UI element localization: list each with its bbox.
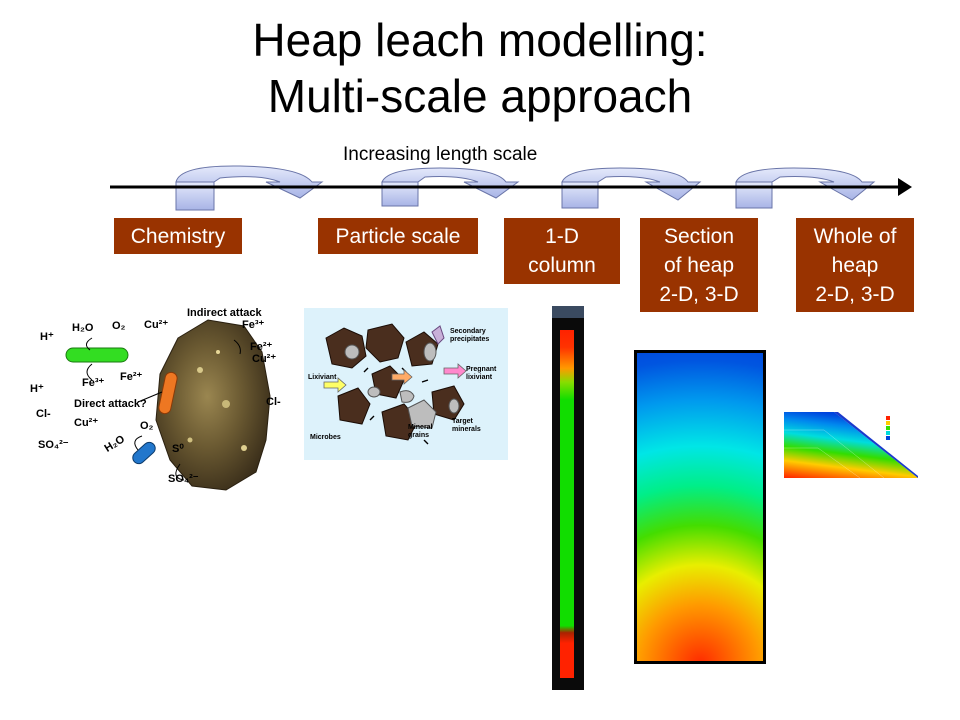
length-scale-axis bbox=[110, 165, 912, 211]
particle-target-minerals: Target minerals bbox=[452, 418, 481, 433]
length-scale-label: Increasing length scale bbox=[343, 144, 538, 165]
whole-of-heap-contour bbox=[784, 412, 918, 479]
stage-box-section-of-heap: Section of heap 2-D, 3-D bbox=[640, 218, 758, 312]
stage-box-particle-scale: Particle scale bbox=[318, 218, 478, 254]
chem-o2-top: O₂ bbox=[112, 320, 126, 332]
chem-so4-bottom: SO₄²⁻ bbox=[168, 473, 199, 485]
chem-s0: S⁰ bbox=[172, 443, 184, 455]
one-d-column-contour bbox=[552, 306, 584, 690]
pregnant-arrow-icon bbox=[443, 363, 467, 379]
particle-graphics bbox=[323, 323, 467, 445]
particle-mineral-grains: Mineral grains bbox=[408, 424, 433, 439]
chemistry-illustration: H⁺ H₂O O₂ Cu²⁺ Indirect attack Fe³⁺ Fe²⁺… bbox=[30, 300, 300, 500]
title-line-2: Multi-scale approach bbox=[267, 70, 693, 123]
section-of-heap-contour bbox=[634, 350, 766, 664]
heap-legend bbox=[886, 416, 890, 440]
step-arrow-1 bbox=[175, 165, 324, 211]
chem-fe2-right: Fe²⁺ bbox=[250, 341, 273, 353]
particle-secondary-precipitates: Secondary precipitates bbox=[450, 328, 490, 343]
chem-h-plus-1: H⁺ bbox=[40, 331, 54, 343]
chem-cu-top: Cu²⁺ bbox=[144, 319, 169, 331]
title-line-1: Heap leach modelling: bbox=[252, 14, 708, 66]
chem-fe2-mid: Fe²⁺ bbox=[120, 371, 143, 383]
particle-scale-illustration: Secondary precipitates Lixiviant Pregnan… bbox=[304, 308, 508, 460]
chem-h2o-top: H₂O bbox=[72, 322, 94, 334]
chem-h-plus-2: H⁺ bbox=[30, 383, 44, 395]
chem-cl-right: Cl- bbox=[266, 396, 281, 408]
blue-microbe-icon bbox=[132, 441, 156, 465]
chem-cl-left: Cl- bbox=[36, 408, 51, 420]
page-title: Heap leach modelling: Multi-scale approa… bbox=[0, 12, 960, 124]
green-microbe-icon bbox=[65, 347, 129, 363]
chem-fe3-right: Fe³⁺ bbox=[242, 319, 265, 331]
particle-lixiviant: Lixiviant bbox=[308, 374, 337, 381]
chem-so4-left: SO₄²⁻ bbox=[38, 439, 69, 451]
particle-pregnant-lixiviant: Pregnant lixiviant bbox=[466, 366, 497, 381]
orange-microbe-icon bbox=[158, 371, 178, 415]
chem-o2-bottom: O₂ bbox=[140, 420, 154, 432]
particle-microbes: Microbes bbox=[310, 434, 341, 441]
chem-fe3-left: Fe³⁺ bbox=[82, 377, 105, 389]
chemistry-graphics bbox=[65, 319, 271, 491]
chem-indirect-attack: Indirect attack bbox=[187, 307, 262, 319]
stage-box-chemistry: Chemistry bbox=[114, 218, 242, 254]
chem-direct-attack: Direct attack? bbox=[74, 398, 147, 410]
chem-cu-left: Cu²⁺ bbox=[74, 417, 99, 429]
lixiviant-arrow-icon bbox=[323, 377, 347, 393]
chem-cu-right: Cu²⁺ bbox=[252, 353, 277, 365]
stage-box-whole-of-heap: Whole of heap 2-D, 3-D bbox=[796, 218, 914, 312]
stage-box-1d-column: 1-D column bbox=[504, 218, 620, 284]
